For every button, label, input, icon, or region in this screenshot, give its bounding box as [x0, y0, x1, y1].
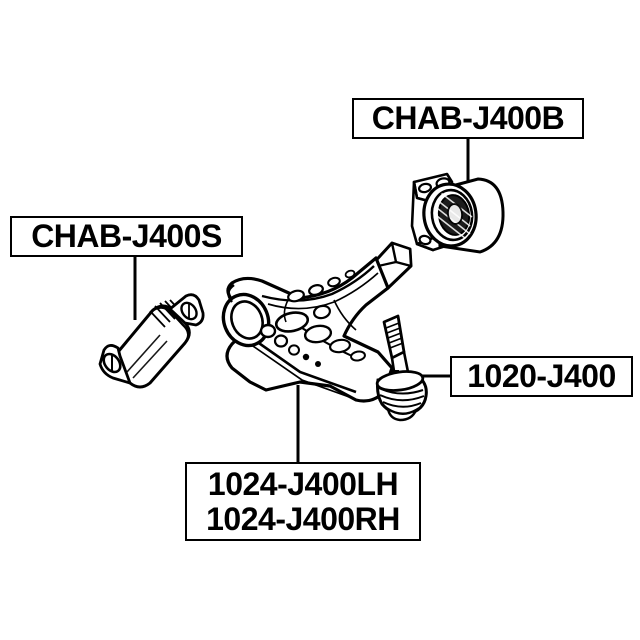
control-arm-web-hole-1: [287, 289, 305, 303]
front-bushing-shading: [126, 334, 168, 379]
control-arm-lower-flange-2: [249, 343, 353, 399]
control-arm-front-bore-lip: [227, 284, 235, 303]
control-arm-drain-hole-3: [288, 344, 300, 356]
front-bushing-label-text: CHAB-J400S: [31, 218, 222, 255]
rear-bushing-label[interactable]: CHAB-J400B: [352, 98, 584, 139]
control-arm-shade-2: [333, 299, 357, 331]
control-arm-lightening-holes: [287, 269, 356, 303]
control-arm-drain-hole-1: [259, 323, 277, 339]
control-arm-lower-flange: [245, 332, 357, 394]
control-arm-upper-crease-2: [267, 272, 379, 310]
ball-joint-drawing: [375, 314, 428, 422]
ball-joint-label[interactable]: 1020-J400: [450, 356, 633, 397]
rear-bushing-bolt-hole-1: [417, 182, 433, 194]
control-arm-pocket-2: [303, 324, 333, 344]
ball-joint-boot-base: [386, 406, 419, 422]
control-arm-drain-hole-2: [273, 334, 289, 348]
ball-joint-stud: [382, 314, 406, 360]
control-arm-drawing: [221, 241, 413, 403]
control-arm-drain-hole-4: [302, 353, 310, 361]
control-arm-label[interactable]: 1024-J400LH 1024-J400RH: [185, 462, 421, 541]
control-arm-web-hole-2: [308, 284, 324, 296]
front-bushing-drawing: [98, 293, 205, 389]
control-arm-pocket-4: [313, 304, 331, 320]
rear-bushing-drawing: [410, 172, 505, 254]
control-arm-drain-hole-5: [315, 361, 321, 367]
front-bushing-label[interactable]: CHAB-J400S: [10, 216, 243, 257]
control-arm-pocket-3: [328, 338, 352, 354]
control-arm-drain-holes: [259, 323, 321, 367]
front-bushing-band-edge: [149, 306, 190, 345]
control-arm-upper-crease: [261, 265, 375, 302]
ball-joint-threads: [385, 322, 404, 349]
rear-bushing-inner-sleeve: [447, 203, 463, 225]
control-arm-label-text-rh: 1024-J400RH: [206, 500, 400, 537]
rear-bushing-label-text: CHAB-J400B: [371, 100, 565, 137]
ball-joint-label-text: 1020-J400: [467, 358, 616, 395]
control-arm-front-bore-inner: [230, 300, 264, 340]
ball-joint-boot-ribs: [378, 387, 425, 408]
ball-joint-boot-top-rim: [375, 370, 425, 392]
control-arm-web-hole-3: [327, 276, 341, 288]
control-arm-shade-1: [283, 299, 289, 323]
control-arm-web-hole-4: [344, 269, 356, 279]
control-arm-rear-sleeve-face: [390, 241, 413, 268]
control-arm-pocket-5: [350, 350, 366, 362]
rear-bushing-bolt-hole-3: [418, 234, 432, 246]
control-arm-label-text-lh: 1024-J400LH: [207, 465, 399, 502]
